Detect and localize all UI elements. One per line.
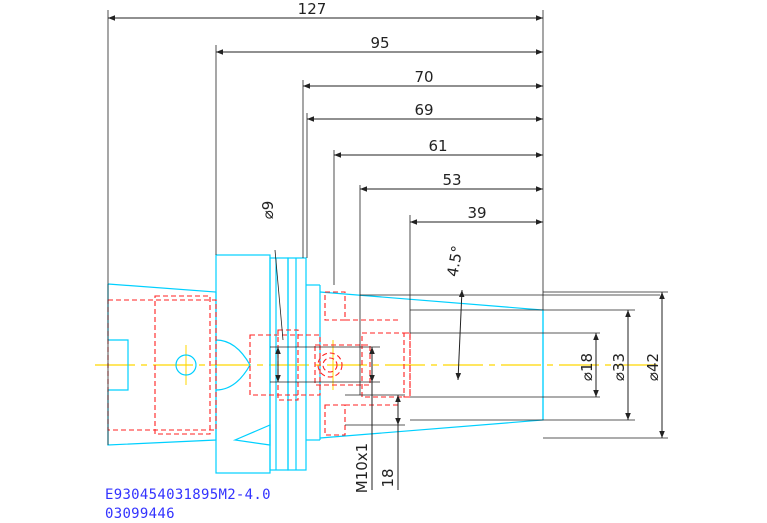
part-outline — [107, 254, 544, 474]
dim-61: 61 — [428, 137, 447, 155]
dim-dia33: ⌀33 — [610, 353, 628, 381]
extension-lines — [107, 10, 668, 445]
part-code: 03099446 — [105, 506, 175, 522]
dim-95: 95 — [370, 34, 389, 52]
dim-depth-18: 18 — [379, 468, 397, 487]
dim-dia9: ⌀9 — [259, 201, 277, 220]
dim-69: 69 — [414, 101, 433, 119]
dim-thread: M10x1 — [353, 443, 371, 493]
hidden-lines — [107, 291, 411, 436]
dim-dia42: ⌀42 — [644, 353, 662, 381]
part-number: E930454031895M2-4.0 — [105, 487, 271, 503]
dim-127: 127 — [298, 0, 327, 18]
dim-line-angle — [455, 289, 465, 381]
dim-53: 53 — [442, 171, 461, 189]
dim-39: 39 — [467, 204, 486, 222]
dim-angle: 4.5° — [443, 244, 466, 278]
dim-dia18: ⌀18 — [578, 353, 596, 381]
dim-70: 70 — [414, 68, 433, 86]
dimension-lines — [108, 15, 665, 490]
